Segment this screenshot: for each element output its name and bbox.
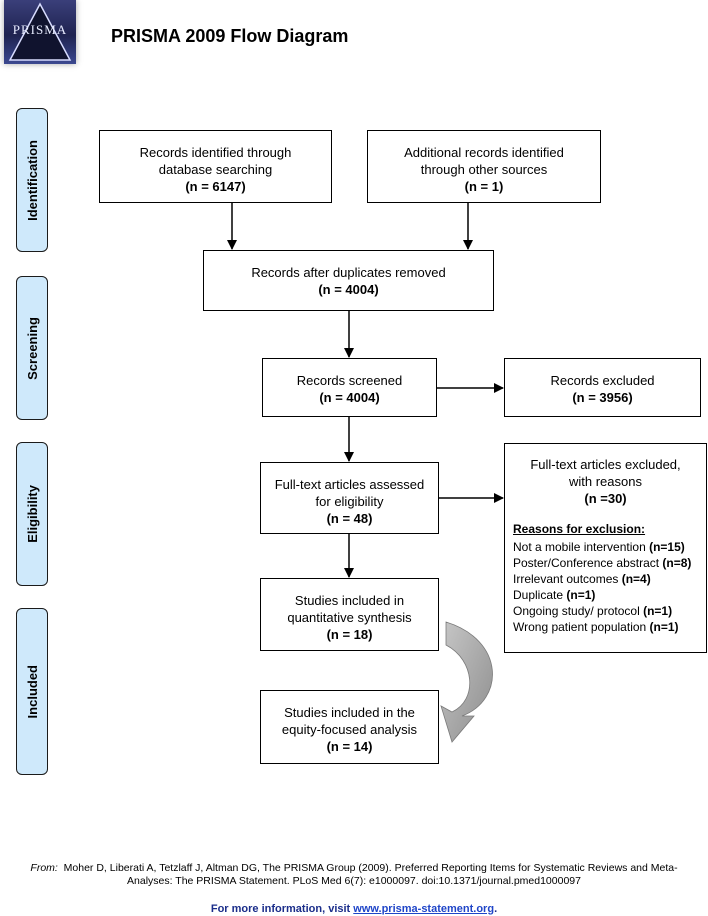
box-text: through other sources <box>420 162 548 177</box>
reason-item: Wrong patient population (n=1) <box>513 619 706 635</box>
reason-item: Poster/Conference abstract (n=8) <box>513 555 706 571</box>
curved-arrow <box>440 621 493 743</box>
box-fulltext-excluded: Full-text articles excluded, with reason… <box>504 443 707 653</box>
box-count: (n = 1) <box>464 179 504 194</box>
stage-screening: Screening <box>16 276 48 420</box>
reason-text: Ongoing study/ protocol <box>513 604 644 618</box>
logo-text: PRISMA <box>12 22 68 37</box>
more-info: For more information, visit www.prisma-s… <box>0 903 708 915</box>
box-text: quantitative synthesis <box>287 610 412 625</box>
box-database-search: Records identified through database sear… <box>99 130 332 203</box>
box-text: for eligibility <box>315 494 384 509</box>
reason-count: (n=15) <box>649 540 685 554</box>
reason-text: Irrelevant outcomes <box>513 572 622 586</box>
box-text: Records identified through <box>139 145 292 160</box>
box-count: (n = 18) <box>326 627 373 642</box>
reason-count: (n=1) <box>649 620 679 634</box>
reason-text: Duplicate <box>513 588 567 602</box>
box-after-duplicates: Records after duplicates removed (n = 40… <box>203 250 494 311</box>
box-count: (n = 6147) <box>185 179 246 194</box>
box-count: (n =30) <box>584 491 627 506</box>
reason-text: Wrong patient population <box>513 620 650 634</box>
box-count: (n = 48) <box>326 511 373 526</box>
box-text: Full-text articles assessed <box>274 477 425 492</box>
citation-text: Moher D, Liberati A, Tetzlaff J, Altman … <box>63 862 678 887</box>
reason-count: (n=8) <box>662 556 692 570</box>
stage-eligibility: Eligibility <box>16 442 48 586</box>
box-count: (n = 3956) <box>572 390 633 405</box>
box-other-sources: Additional records identified through ot… <box>367 130 601 203</box>
reasons-title: Reasons for exclusion: <box>513 522 646 536</box>
box-text: Records after duplicates removed <box>251 265 446 280</box>
reason-count: (n=1) <box>566 588 596 602</box>
citation-lead: From: <box>30 862 58 874</box>
reason-item: Duplicate (n=1) <box>513 587 706 603</box>
more-info-text: For more information, visit <box>210 903 354 915</box>
box-text: database searching <box>158 162 273 177</box>
box-text: Records excluded <box>550 373 655 388</box>
box-text: equity-focused analysis <box>281 722 418 737</box>
citation: From: Moher D, Liberati A, Tetzlaff J, A… <box>20 862 688 888</box>
box-text: Studies included in <box>294 593 405 608</box>
box-count: (n = 4004) <box>319 390 380 405</box>
box-text: Studies included in the <box>284 705 415 720</box>
prisma-link[interactable]: www.prisma-statement.org <box>353 903 495 915</box>
prisma-logo: PRISMA <box>4 0 76 64</box>
reasons-list: Not a mobile intervention (n=15) Poster/… <box>505 539 706 635</box>
box-records-excluded: Records excluded (n = 3956) <box>504 358 701 417</box>
reason-item: Not a mobile intervention (n=15) <box>513 539 706 555</box>
box-text: with reasons <box>569 474 642 489</box>
page-title: PRISMA 2009 Flow Diagram <box>111 26 349 46</box>
stage-included: Included <box>16 608 48 775</box>
prisma-logo-mark <box>8 2 72 61</box>
reason-item: Irrelevant outcomes (n=4) <box>513 571 706 587</box>
box-records-screened: Records screened (n = 4004) <box>262 358 437 417</box>
period: . <box>494 903 498 915</box>
reason-count: (n=4) <box>621 572 651 586</box>
reason-text: Poster/Conference abstract <box>513 556 663 570</box>
box-text: Full-text articles excluded, <box>530 457 681 472</box>
box-count: (n = 14) <box>326 739 373 754</box>
box-text: Additional records identified <box>404 145 564 160</box>
reason-count: (n=1) <box>643 604 673 618</box>
box-quantitative-synthesis: Studies included in quantitative synthes… <box>260 578 439 651</box>
box-count: (n = 4004) <box>318 282 379 297</box>
reason-item: Ongoing study/ protocol (n=1) <box>513 603 706 619</box>
box-fulltext-assessed: Full-text articles assessed for eligibil… <box>260 462 439 534</box>
reason-text: Not a mobile intervention <box>513 540 650 554</box>
box-equity-analysis: Studies included in the equity-focused a… <box>260 690 439 764</box>
box-text: Records screened <box>296 373 403 388</box>
stage-identification: Identification <box>16 108 48 252</box>
